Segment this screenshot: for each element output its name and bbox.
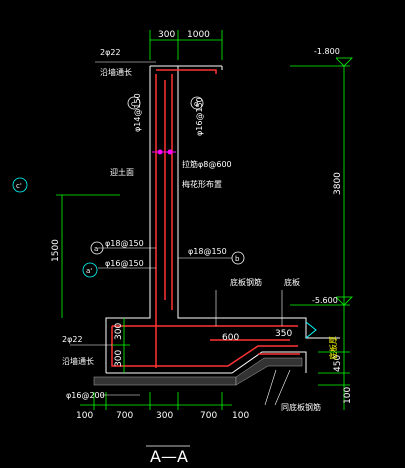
marker-c: c bbox=[131, 100, 135, 108]
bottom-dim-100a: 100 bbox=[76, 411, 93, 421]
bottom-dim-700a: 700 bbox=[116, 411, 133, 421]
callout-circles bbox=[90, 96, 245, 265]
left-dim-1500: 1500 bbox=[51, 239, 61, 262]
elevation-markers bbox=[335, 57, 353, 306]
cushion-layer bbox=[93, 357, 303, 386]
note-top-bar: 2φ22 bbox=[100, 48, 121, 57]
note-base-steel: 底板钢筋 bbox=[230, 277, 262, 287]
elevation-top: -1.800 bbox=[314, 47, 340, 56]
left-dim-300a: 300 bbox=[114, 323, 124, 340]
right-dim-100: 100 bbox=[343, 387, 353, 404]
callout-circles-cyan bbox=[12, 177, 98, 278]
bottom-dim-700b: 700 bbox=[200, 411, 217, 421]
elevation-base: -5.600 bbox=[312, 296, 338, 305]
note-vert-a: φ14@150 bbox=[133, 93, 142, 132]
tie-bar bbox=[152, 149, 176, 155]
bottom-dim-300: 300 bbox=[156, 411, 173, 421]
left-dim-300b: 300 bbox=[114, 350, 124, 367]
right-dim-450: 450 bbox=[333, 355, 343, 372]
leaders bbox=[70, 61, 291, 406]
wall-outline bbox=[105, 65, 340, 374]
note-top-bar-desc: 沿墙通长 bbox=[100, 67, 132, 77]
marker-d: d bbox=[194, 100, 198, 108]
top-dim-1000: 1000 bbox=[187, 30, 210, 40]
marker-b: b bbox=[235, 255, 240, 263]
note-left-mid2: φ16@150 bbox=[105, 259, 144, 268]
note-base: 底板 bbox=[284, 277, 300, 287]
section-title: A—A bbox=[150, 447, 188, 466]
dimension-lines bbox=[56, 30, 350, 410]
bottom-dim-100b: 100 bbox=[232, 411, 249, 421]
note-bottom-spacing: φ16@200 bbox=[66, 391, 105, 400]
note-wall-face: 迎土面 bbox=[110, 167, 134, 177]
marker-c-prime: c' bbox=[16, 182, 22, 190]
marker-a-prime: a' bbox=[86, 267, 92, 275]
rebar bbox=[111, 69, 300, 368]
note-vert-b: φ16@150 bbox=[195, 97, 204, 136]
note-base-anchor: 同底板钢筋 bbox=[281, 402, 321, 412]
note-right-mid: φ18@150 bbox=[188, 247, 227, 256]
top-dim-300: 300 bbox=[158, 30, 175, 40]
inner-dim-600: 600 bbox=[222, 333, 239, 343]
note-tie-desc: 梅花形布置 bbox=[182, 179, 222, 189]
note-tie: 拉筋φ8@600 bbox=[182, 159, 232, 169]
note-left-mid1: φ18@150 bbox=[105, 239, 144, 248]
slab-marker bbox=[305, 321, 317, 339]
inner-dim-350: 350 bbox=[275, 329, 292, 339]
right-dim-3800: 3800 bbox=[333, 172, 343, 195]
note-bottom-bar: 2φ22 bbox=[62, 335, 83, 344]
note-slab: 底板厚 bbox=[328, 336, 338, 360]
marker-a: a bbox=[94, 245, 98, 253]
note-bottom-bar-desc: 沿墙通长 bbox=[62, 356, 94, 366]
